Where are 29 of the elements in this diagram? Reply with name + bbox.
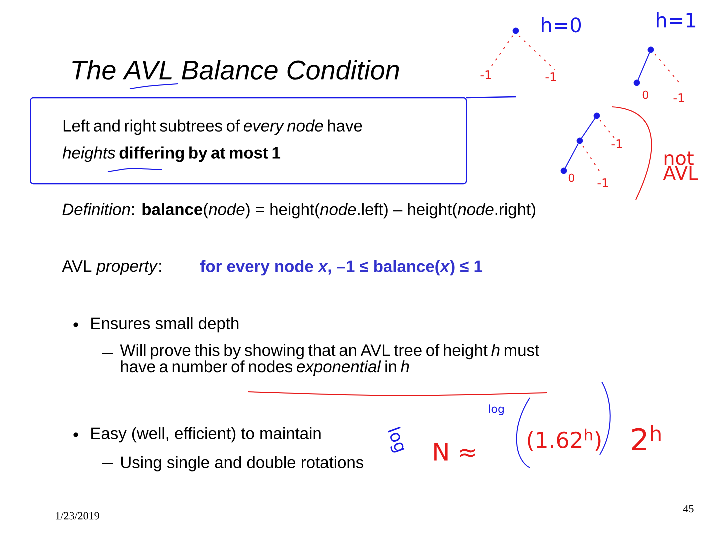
handwritten-note: -1 bbox=[674, 94, 684, 102]
handwritten-box: Left and right subtrees of every node have heights differing by at most 1 bbox=[30, 97, 468, 185]
handwritten-note: log bbox=[489, 404, 504, 416]
definition-text: Definition: balance(node) = height(node.left) – height(node.right) bbox=[62, 203, 536, 219]
handwritten-note: 0 bbox=[568, 174, 574, 182]
date: 1/23/2019 bbox=[56, 512, 100, 520]
handwritten-note: (1.62$^{h}$) bbox=[528, 428, 601, 452]
handwritten-note: N ≈ bbox=[434, 443, 476, 461]
sub-bullet-text: Using single and double rotations bbox=[121, 456, 364, 472]
tree-edge bbox=[565, 143, 579, 169]
handwritten-note: h=0 bbox=[542, 17, 582, 33]
bullet-text: Ensures small depth bbox=[92, 317, 239, 333]
property-text: AVL property: bbox=[62, 260, 162, 276]
tree-edge bbox=[581, 118, 596, 139]
handwritten-note: -1 bbox=[612, 140, 622, 148]
handwritten-note: log bbox=[388, 426, 405, 453]
bullet-text: Easy (well, efficient) to maintain bbox=[92, 427, 321, 443]
page-number: 45 bbox=[683, 505, 694, 513]
handwritten-note: -1 bbox=[480, 70, 492, 80]
handwritten-note: not AVL bbox=[663, 152, 698, 180]
handwritten-note: -1 bbox=[598, 178, 608, 188]
slide-title: The AVL Balance Condition bbox=[72, 60, 400, 80]
handwritten-note: 2$^{h}$ bbox=[632, 426, 661, 450]
handwritten-note: 0 bbox=[642, 90, 648, 100]
tree-edge bbox=[638, 52, 650, 81]
sub-bullet-text: Will prove this by showing that an AVL tree of height h must have a number of nodes exponential in h bbox=[120, 344, 540, 376]
handwritten-note: h=1 bbox=[657, 12, 696, 28]
property-statement: for every node x, –1 ≤ balance(x) ≤ 1 bbox=[200, 260, 483, 276]
handwritten-note: -1 bbox=[546, 72, 556, 82]
